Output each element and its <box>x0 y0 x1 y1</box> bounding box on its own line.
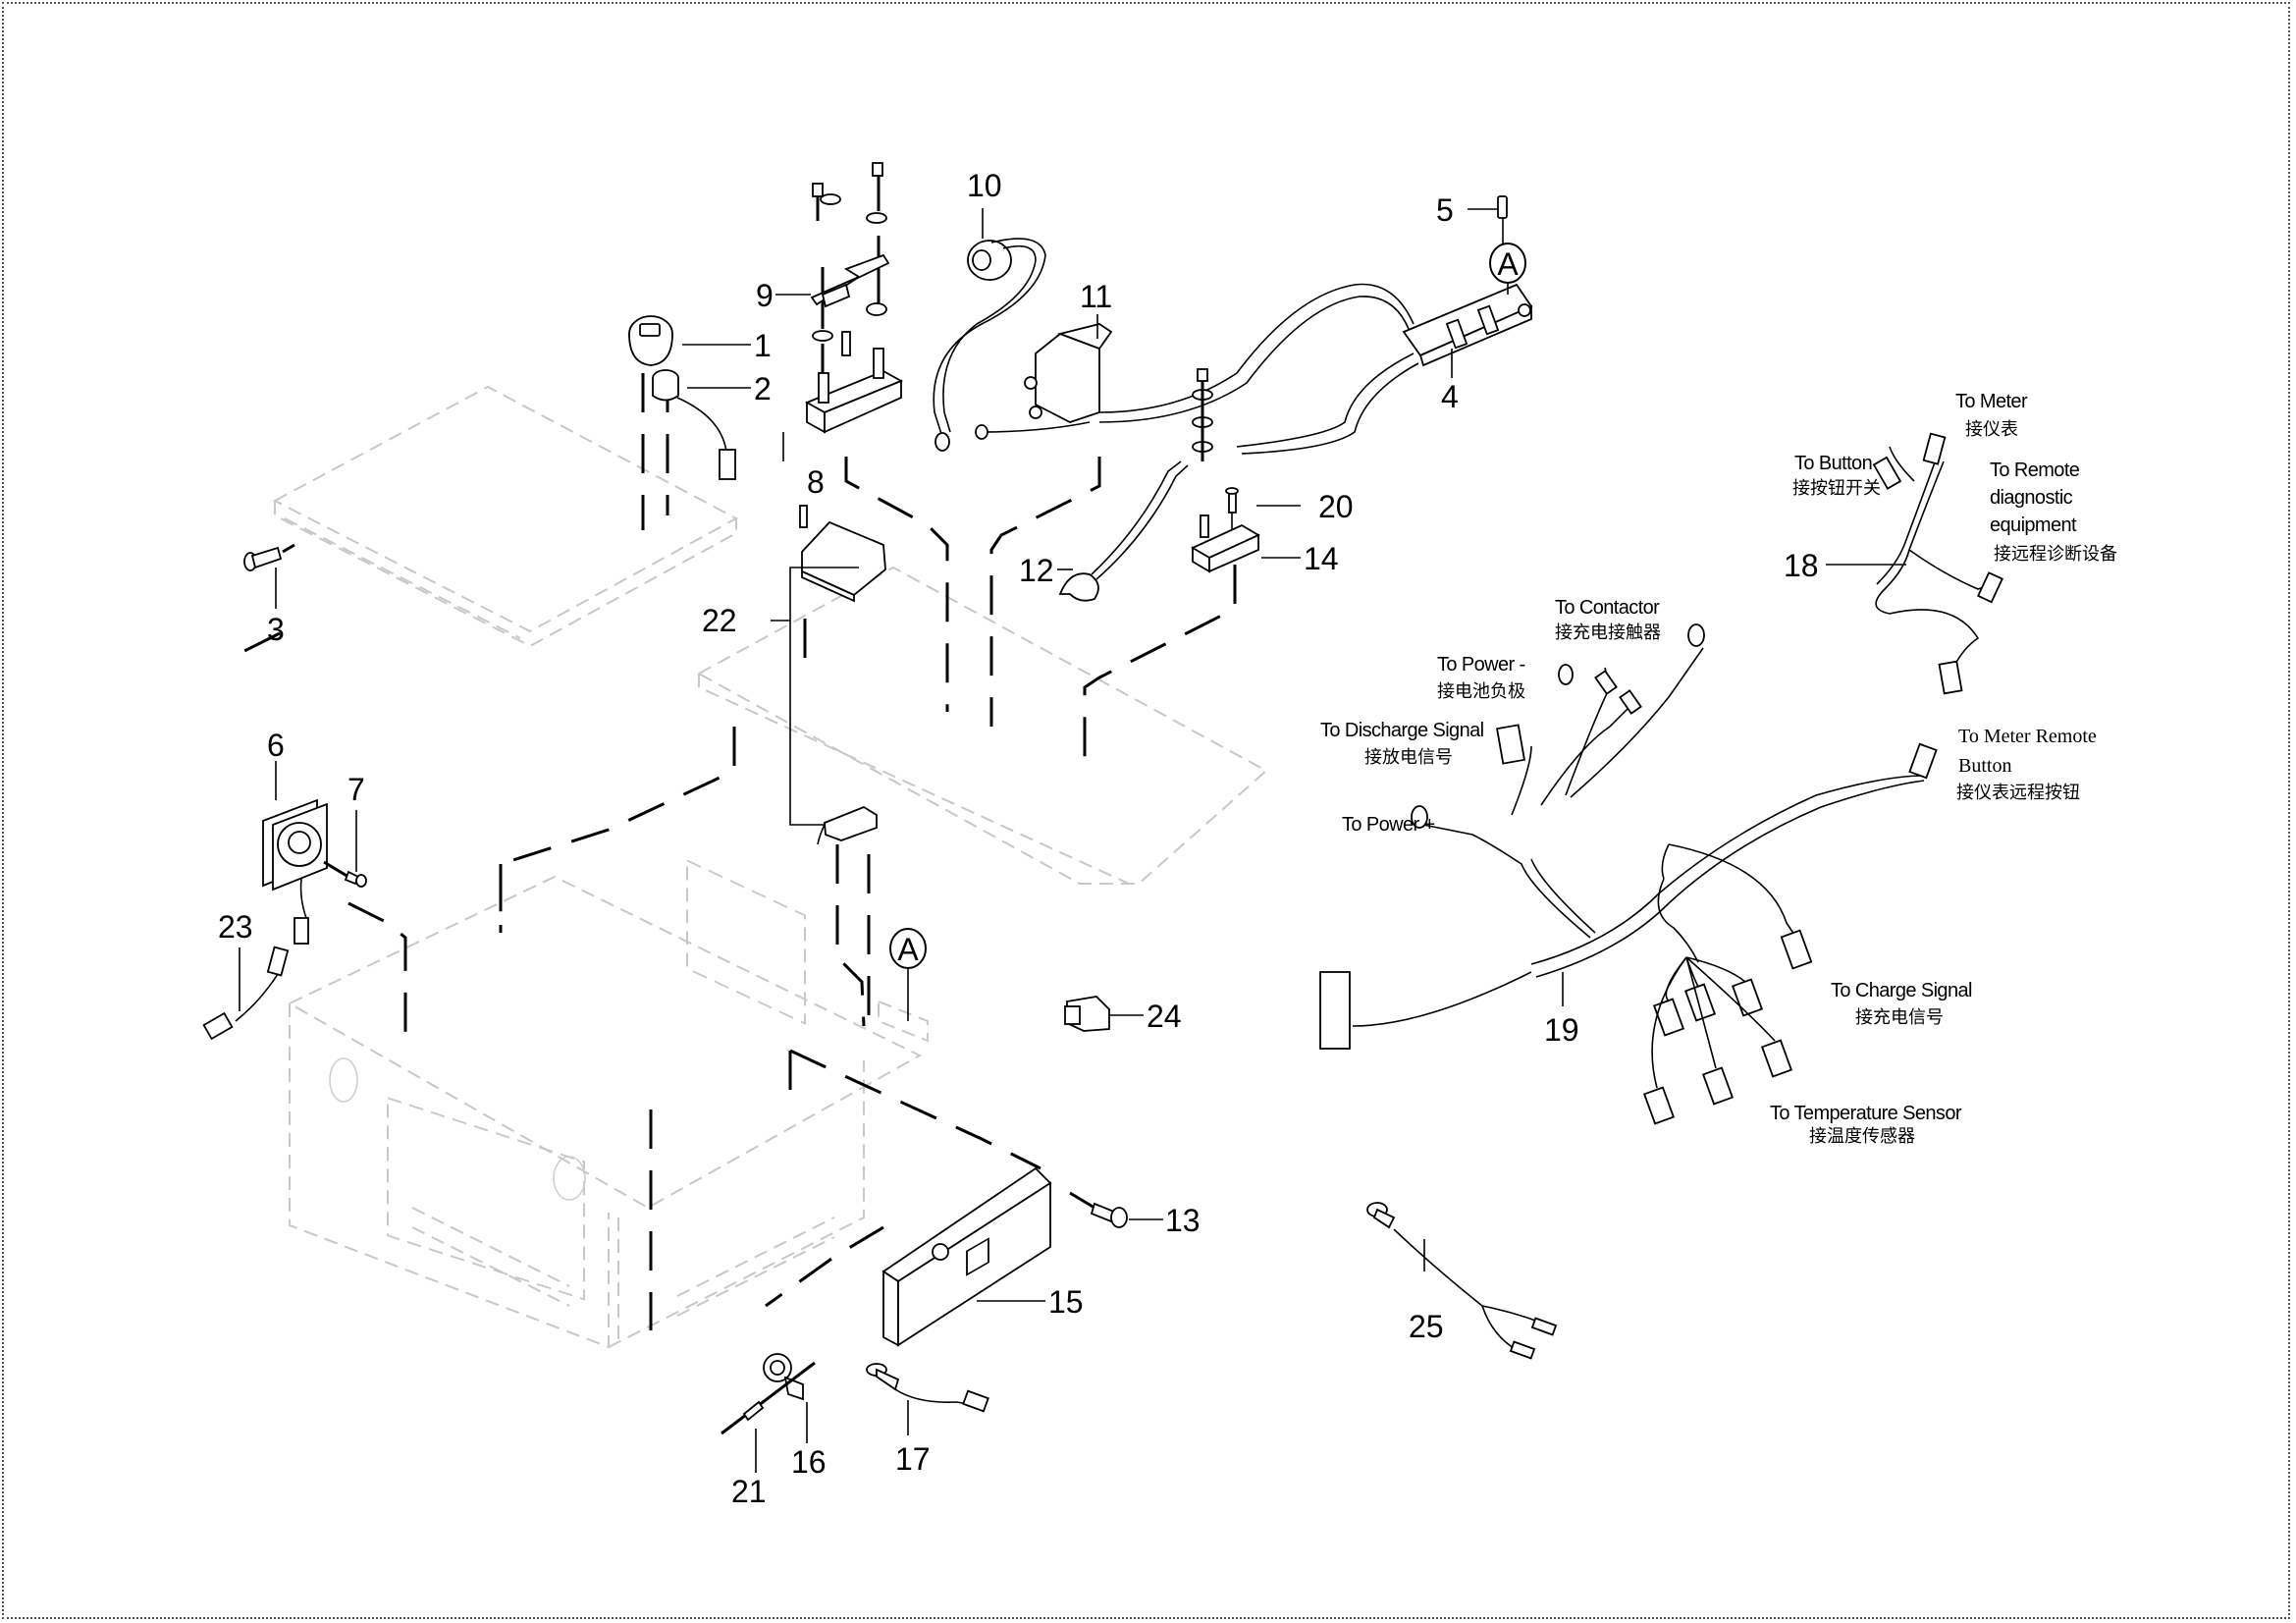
note-to-temp: To Temperature Sensor <box>1770 1103 1962 1124</box>
ghost-mounting-plate <box>696 566 1268 885</box>
part-23-harness[interactable] <box>202 946 290 1041</box>
part-18-harness[interactable] <box>1872 432 2003 695</box>
note-to-temp-zh: 接温度传感器 <box>1809 1126 1915 1147</box>
leader-lines <box>239 208 1906 1473</box>
callout-10: 10 <box>967 168 1002 203</box>
note-to-power-neg: To Power - <box>1437 654 1525 676</box>
part-14-terminal-block[interactable] <box>1191 514 1260 573</box>
part-3-bolt[interactable] <box>243 543 295 571</box>
note-to-remote-zh: 接远程诊断设备 <box>1994 544 2117 565</box>
note-to-meter-zh: 接仪表 <box>1965 419 2018 440</box>
callout-14: 14 <box>1304 541 1339 576</box>
part-10-cable[interactable] <box>933 238 1046 452</box>
callout-7: 7 <box>347 772 365 807</box>
reference-marker-a-bottom: A <box>889 928 927 1021</box>
assembly-lines <box>240 373 1237 1330</box>
part-5-screw[interactable] <box>1497 195 1508 245</box>
callout-22: 22 <box>702 603 737 638</box>
callout-8: 8 <box>807 464 825 500</box>
note-to-discharge: To Discharge Signal <box>1320 720 1484 741</box>
callout-18: 18 <box>1784 548 1819 583</box>
part-8-terminal-block[interactable] <box>804 162 904 434</box>
main-connector <box>1319 971 1351 1050</box>
note-to-meter-remote-2: Button <box>1958 755 2011 777</box>
note-to-remote-3: equipment <box>1990 514 2077 536</box>
callout-25: 25 <box>1409 1309 1444 1344</box>
callout-17: 17 <box>895 1441 931 1477</box>
note-to-contactor: To Contactor <box>1555 597 1660 619</box>
part-17-harness[interactable] <box>866 1363 989 1413</box>
callout-11: 11 <box>1080 279 1112 314</box>
cable-4-to-terminal[interactable] <box>1192 352 1419 455</box>
part-15-controller[interactable] <box>881 1166 1052 1347</box>
part-1-meter[interactable] <box>628 315 673 366</box>
callout-21: 21 <box>731 1474 767 1509</box>
note-to-meter: To Meter <box>1955 391 2028 412</box>
note-to-charge-zh: 接充电信号 <box>1855 1007 1944 1028</box>
callout-9: 9 <box>756 278 774 313</box>
note-to-power-pos: To Power + <box>1342 814 1435 836</box>
note-to-charge: To Charge Signal <box>1831 980 1972 1001</box>
part-7-screw[interactable] <box>323 860 367 888</box>
marker-label: A <box>897 932 919 967</box>
harness-18-notes: To Meter 接仪表 To Button 接按钮开关 To Remote d… <box>1792 391 2117 565</box>
part-11-contactor[interactable] <box>975 283 1415 440</box>
part-12-ferrite[interactable] <box>1058 460 1189 602</box>
note-to-button: To Button <box>1794 453 1872 474</box>
callout-16: 16 <box>791 1444 827 1480</box>
note-to-meter-remote-zh: 接仪表远程按钮 <box>1956 783 2080 803</box>
part-9-fuse[interactable] <box>810 253 890 308</box>
note-to-contactor-zh: 接充电接触器 <box>1555 622 1661 643</box>
callout-23: 23 <box>218 909 253 945</box>
part-24-relay[interactable] <box>1064 996 1110 1032</box>
reference-marker-a-top: A <box>1489 243 1526 295</box>
part-19-harness[interactable] <box>1319 623 1938 1125</box>
part-16-sensor[interactable] <box>763 1353 804 1401</box>
callout-13: 13 <box>1165 1203 1201 1238</box>
callout-3: 3 <box>267 612 285 647</box>
callout-12: 12 <box>1019 553 1054 588</box>
part-21-pin[interactable] <box>721 1361 816 1435</box>
note-to-meter-remote-1: To Meter Remote <box>1958 726 2097 747</box>
callout-19: 19 <box>1544 1012 1579 1048</box>
ghost-chassis-box <box>287 858 929 1349</box>
callout-5: 5 <box>1436 192 1454 228</box>
part-25-harness[interactable] <box>1366 1202 1558 1360</box>
note-to-remote-1: To Remote <box>1990 460 2080 481</box>
part-2-button[interactable] <box>652 369 736 480</box>
callout-4: 4 <box>1441 379 1459 414</box>
note-to-remote-2: diagnostic <box>1990 487 2073 509</box>
callout-numbers: 1 2 3 4 5 6 7 8 9 10 11 12 13 14 15 16 1… <box>218 168 1819 1509</box>
part-22-module[interactable] <box>799 505 886 845</box>
washer-stack[interactable] <box>1192 368 1213 461</box>
part-20-screw[interactable] <box>1225 487 1239 530</box>
callout-2: 2 <box>754 371 772 406</box>
callout-15: 15 <box>1048 1284 1084 1320</box>
part-13-bolt[interactable] <box>1069 1191 1128 1228</box>
part-6-fan[interactable] <box>262 798 328 945</box>
callout-24: 24 <box>1147 999 1182 1034</box>
marker-label: A <box>1497 246 1519 282</box>
callout-1: 1 <box>754 328 772 363</box>
ghost-top-plate <box>272 385 739 648</box>
harness-19-notes: To Contactor 接充电接触器 To Power - 接电池负极 To … <box>1320 597 2097 1147</box>
note-to-discharge-zh: 接放电信号 <box>1364 747 1453 768</box>
callout-20: 20 <box>1318 489 1354 524</box>
note-to-power-neg-zh: 接电池负极 <box>1437 681 1525 702</box>
part-4-connector[interactable] <box>1402 283 1533 367</box>
note-to-button-zh: 接按钮开关 <box>1792 478 1881 499</box>
callout-6: 6 <box>267 728 285 763</box>
